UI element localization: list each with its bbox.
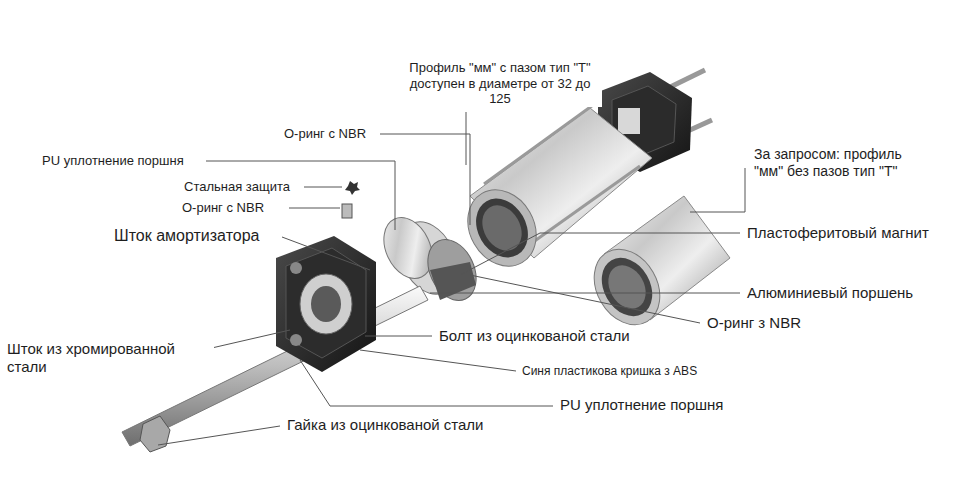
leader-line [203, 330, 290, 350]
part-label: Алюминиевый поршень [745, 284, 915, 302]
part-label: За запросом: профиль "мм" без пазов тип … [752, 146, 906, 180]
leader-line [430, 293, 740, 294]
leader-line [289, 208, 340, 209]
part-label: Профиль "мм" с пазом тип "T" доступен в … [398, 60, 602, 107]
part-label: Болт из оцинкованой стали [437, 327, 632, 345]
leader-line [690, 168, 745, 212]
leader-line [365, 336, 432, 337]
part-label: Шток из хромированной стали [5, 340, 214, 376]
part-label: Пластоферитовый магнит [745, 224, 931, 242]
part-label: Гайка из оцинкованой стали [285, 416, 486, 434]
part-label: О-ринг з NBR [705, 314, 803, 332]
leader-line [304, 187, 342, 188]
part-label: PU уплотнение поршня [558, 396, 725, 414]
leader-line [460, 233, 740, 275]
leader-line [206, 161, 395, 230]
leader-line [380, 134, 470, 225]
part-label: Шток амортизатора [112, 226, 262, 245]
front-cap [276, 236, 376, 372]
leader-line [158, 426, 280, 445]
leader-line [360, 350, 516, 371]
leader-line [300, 360, 553, 406]
part-label: О-ринг с NBR [180, 200, 266, 216]
part-label: О-ринг с NBR [282, 126, 368, 142]
part-label: Синя пластикова кришка з ABS [520, 364, 699, 378]
part-label: Стальная защита [182, 179, 292, 195]
part-label: PU уплотнение поршня [40, 153, 186, 169]
leader-line [470, 275, 700, 323]
leader-line [466, 112, 467, 165]
leader-lines [158, 112, 745, 445]
leader-line [282, 237, 370, 270]
